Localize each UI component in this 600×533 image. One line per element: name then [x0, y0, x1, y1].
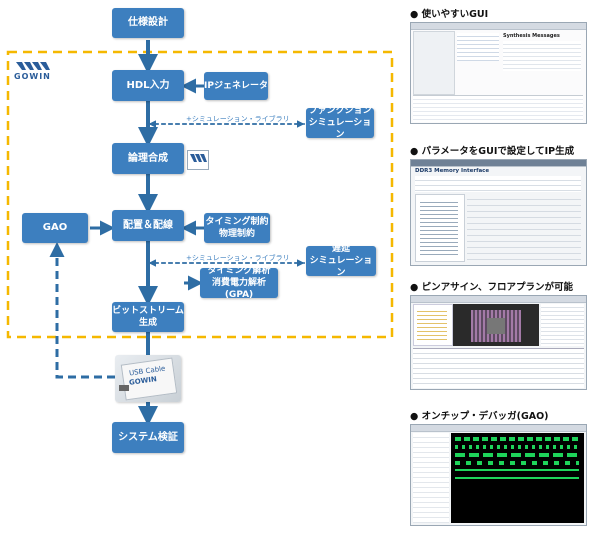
feature-title-gui: ● 使いやすいGUI: [410, 9, 489, 20]
timing-constraints-line-1: タイミング制約: [205, 217, 269, 227]
waveform-view: [451, 433, 584, 523]
feature-title-floorplan: ● ピンアサイン、フロアプランが可能: [410, 282, 574, 293]
place-route-box: 配置＆配線: [112, 210, 184, 241]
delay-sim-line-1: 遅延: [331, 244, 350, 254]
gao-screenshot: [410, 424, 587, 526]
hdl-input-box: HDL入力: [112, 70, 184, 101]
spec-design-box: 仕様設計: [112, 8, 184, 38]
gao-box: GAO: [22, 213, 88, 243]
gui-inner-title: Synthesis Messages: [503, 33, 560, 39]
logic-synthesis-box: 論理合成: [112, 143, 184, 174]
gowin-logo: GOWIN: [12, 58, 52, 92]
floorplan-screenshot: [410, 295, 587, 390]
function-sim-box: ファンクション シミュレーション: [306, 106, 374, 140]
system-verification-box: システム検証: [112, 422, 184, 453]
feature-title-gao: ● オンチップ・デバッガ(GAO): [410, 411, 549, 422]
ip-generator-box: IPジェネレータ: [204, 72, 268, 100]
synthesis-tool-icon: [187, 150, 209, 170]
bitstream-line-2: 生成: [138, 318, 157, 328]
timing-constraints-line-2: 物理制約: [218, 229, 255, 239]
timing-analysis-line: タイミング解析: [207, 266, 271, 276]
sim-library-label-1: +シミュレーション・ライブラリ: [186, 115, 290, 123]
usb-cable-image: USB Cable GOWIN: [115, 355, 181, 402]
function-sim-line-1: ファンクション: [308, 106, 372, 116]
feature-title-ip: ● パラメータをGUIで設定してIP生成: [410, 146, 575, 157]
function-sim-line-2: シミュレーション: [308, 118, 372, 140]
dashed-region-border: [6, 50, 394, 339]
bitstream-box: ビットストリーム 生成: [112, 302, 184, 332]
timing-power-analysis-box: タイミング解析 消費電力解析(GPA): [200, 266, 278, 300]
floorplan-view: [453, 304, 539, 346]
timing-constraints-box: タイミング制約 物理制約: [204, 213, 270, 243]
ip-screenshot: DDR3 Memory Interface: [410, 159, 587, 266]
sim-library-label-2: +シミュレーション・ライブラリ: [186, 254, 290, 262]
ip-inner-title: DDR3 Memory Interface: [415, 168, 490, 174]
gui-screenshot: Synthesis Messages: [410, 22, 587, 124]
delay-sim-box: 遅延 シミュレーション: [306, 244, 376, 278]
logo-text: GOWIN: [14, 72, 51, 81]
power-analysis-line: 消費電力解析(GPA): [211, 278, 266, 300]
bitstream-line-1: ビットストリーム: [112, 306, 184, 316]
delay-sim-line-2: シミュレーション: [309, 256, 373, 278]
